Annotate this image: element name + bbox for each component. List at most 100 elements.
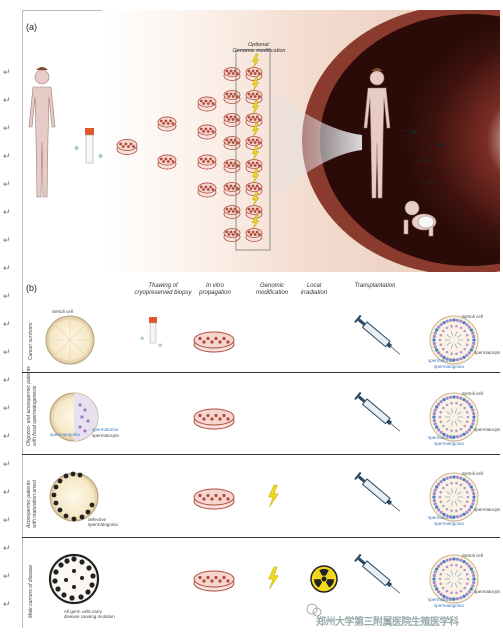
petri-dish	[157, 116, 177, 132]
paragraph-mark: ↵	[3, 96, 11, 106]
svg-text:✻: ✻	[158, 343, 162, 349]
petri-dish	[223, 182, 241, 196]
row-1-cryovial-icon: ✻ ✻	[140, 317, 162, 349]
paragraph-mark: ↵	[3, 348, 11, 358]
lightning-bolt-icon	[252, 214, 260, 230]
syringe-icon	[354, 314, 401, 355]
lightning-bolt-icon	[252, 145, 260, 161]
donor-man-figure	[28, 67, 56, 198]
row-divider	[22, 372, 500, 373]
petri-dish	[223, 159, 241, 173]
culture-dish-icon	[193, 488, 235, 510]
lightning-bolt-icon	[268, 566, 279, 590]
paragraph-mark: ↵	[3, 68, 11, 78]
tubule-cell-label: spermatocyte	[474, 507, 500, 512]
genomic-modification-box	[235, 49, 271, 251]
paragraph-mark: ↵	[3, 516, 11, 526]
recolonized-tubule	[429, 472, 479, 522]
baby-figure	[403, 200, 437, 237]
paragraph-mark: ↵	[3, 264, 11, 274]
tubule-cell-label: Sertoli cell	[462, 314, 483, 319]
row-2-left-label-a: spermatogonia	[50, 432, 80, 437]
recolonized-tubule	[429, 392, 479, 442]
petri-dish	[245, 113, 263, 127]
petri-dish	[223, 136, 241, 150]
paragraph-mark: ↵	[3, 208, 11, 218]
tubule-cell-label: spermatogonia	[434, 603, 464, 608]
row-1-left-label: Sertoli cell	[52, 309, 73, 314]
lightning-bolt-icon	[268, 484, 279, 508]
petri-dish	[157, 154, 177, 170]
paragraph-mark: ↵	[3, 152, 11, 162]
syringe-icon	[354, 553, 401, 594]
petri-dish	[245, 67, 263, 81]
petri-dish	[223, 113, 241, 127]
tubule-cell-label: spermatozoa	[428, 435, 455, 440]
syringe-icon	[354, 391, 401, 432]
tubule-cell-label: spermatocyte	[474, 350, 500, 355]
panel-a-label: (a)	[26, 22, 37, 32]
header-irradiation: Local irradiation	[300, 283, 328, 296]
petri-dish	[197, 154, 217, 170]
row-divider	[22, 537, 500, 538]
tubule-cell-label: spermatozoa	[428, 515, 455, 520]
svg-text:✻: ✻	[98, 153, 103, 160]
petri-dish	[245, 205, 263, 219]
petri-dish	[245, 228, 263, 242]
watermark-text: 郑州大学第三附属医院生殖医学科	[316, 617, 459, 628]
header-genomic: Genomic modification	[255, 283, 288, 296]
paragraph-mark: ↵	[3, 320, 11, 330]
lightning-bolt-icon	[252, 99, 260, 115]
petri-dish	[223, 67, 241, 81]
tubule-cell-label: spermatogonia	[434, 364, 464, 369]
row-2-left-tubule	[49, 392, 99, 442]
paragraph-mark: ↵	[3, 376, 11, 386]
petri-dish	[245, 159, 263, 173]
sperm-cells	[400, 130, 445, 184]
petri-dish	[223, 228, 241, 242]
panel-b-items: Sertoli cellspermatocytespermatozoasperm…	[193, 314, 500, 608]
tubule-cell-label: spermatogonia	[434, 521, 464, 526]
petri-dish	[223, 205, 241, 219]
optional-genomic-label: Optional: Genomic modification	[232, 42, 286, 54]
paragraph-mark: ↵	[3, 600, 11, 610]
tubule-cell-label: Sertoli cell	[462, 471, 483, 476]
petri-dish	[245, 136, 263, 150]
row-2-left-label-c: spermatocyte	[92, 433, 120, 438]
petri-dish	[197, 124, 217, 140]
tubule-cell-label: spermatocyte	[474, 589, 500, 594]
row-3-left-tubule	[49, 471, 99, 522]
petri-dish	[223, 90, 241, 104]
paragraph-mark: ↵	[3, 488, 11, 498]
syringe-icon	[354, 471, 401, 512]
lightning-bolt-icon	[252, 53, 260, 69]
panel-b-labels: Sertoli cell spermatogonia spermatozoa s…	[50, 309, 120, 619]
recolonized-tubule	[429, 554, 479, 604]
panel-b-illustration: ✻ ✻ Sertoli cellspermatocytespermatozoas…	[45, 314, 500, 617]
tubule-cell-label: spermatozoa	[428, 597, 455, 602]
paragraph-mark: ↵	[3, 460, 11, 470]
svg-text:✻: ✻	[140, 336, 144, 342]
row-4-left-tubule	[48, 553, 100, 605]
cryovial-icon: ✻ ✻	[74, 128, 103, 164]
petri-dish	[197, 182, 217, 198]
paragraph-mark: ↵	[3, 180, 11, 190]
row-divider	[22, 454, 500, 455]
lightning-bolt-icon	[252, 168, 260, 184]
panel-a-illustration: ✻ ✻	[28, 10, 500, 272]
editor-margin: ↵ ↵ ↵ ↵ ↵ ↵ ↵ ↵ ↵ ↵ ↵ ↵ ↵ ↵ ↵ ↵ ↵ ↵ ↵ ↵	[0, 0, 20, 633]
header-thawing: Thawing of cryopreserved biopsy	[134, 283, 192, 296]
recipient-man-figure	[363, 68, 391, 199]
panel-b-label: (b)	[26, 283, 37, 293]
culture-dish-icon	[193, 408, 235, 430]
tubule-cell-label: Sertoli cell	[462, 553, 483, 558]
transfer-beam	[272, 90, 362, 200]
lightning-bolt-icon	[252, 191, 260, 207]
row-1-left-tubule	[45, 315, 95, 365]
svg-text:✻: ✻	[74, 145, 79, 152]
figure-frame-left	[22, 10, 23, 628]
paragraph-mark: ↵	[3, 404, 11, 414]
radiation-hazard-icon	[310, 565, 338, 593]
